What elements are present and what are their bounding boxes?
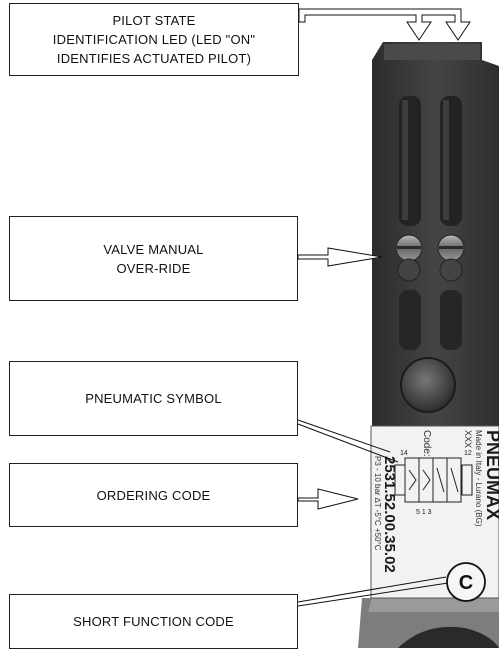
cable-gland — [358, 598, 499, 648]
specs-label: P3 - 10 bar ∆T -5°C +50°C — [373, 456, 382, 551]
manual-override-arrow — [298, 248, 382, 266]
port-14-label: 14 — [400, 450, 408, 457]
code-caption: Code: — [421, 430, 432, 457]
round-button — [401, 358, 455, 412]
brand-label: PNEUMAX — [483, 430, 499, 520]
made-in-label: Made in Italy - Lurano (BG) — [474, 430, 483, 527]
ordering-code-arrow — [298, 489, 358, 509]
function-code-badge: C — [447, 563, 485, 601]
function-code-letter: C — [459, 572, 473, 594]
xxx-label: XXX — [463, 430, 473, 448]
pilot-led-arrow — [299, 9, 470, 40]
port-513-label: 5 1 3 — [416, 509, 432, 516]
port-12-label: 12 — [464, 450, 472, 457]
